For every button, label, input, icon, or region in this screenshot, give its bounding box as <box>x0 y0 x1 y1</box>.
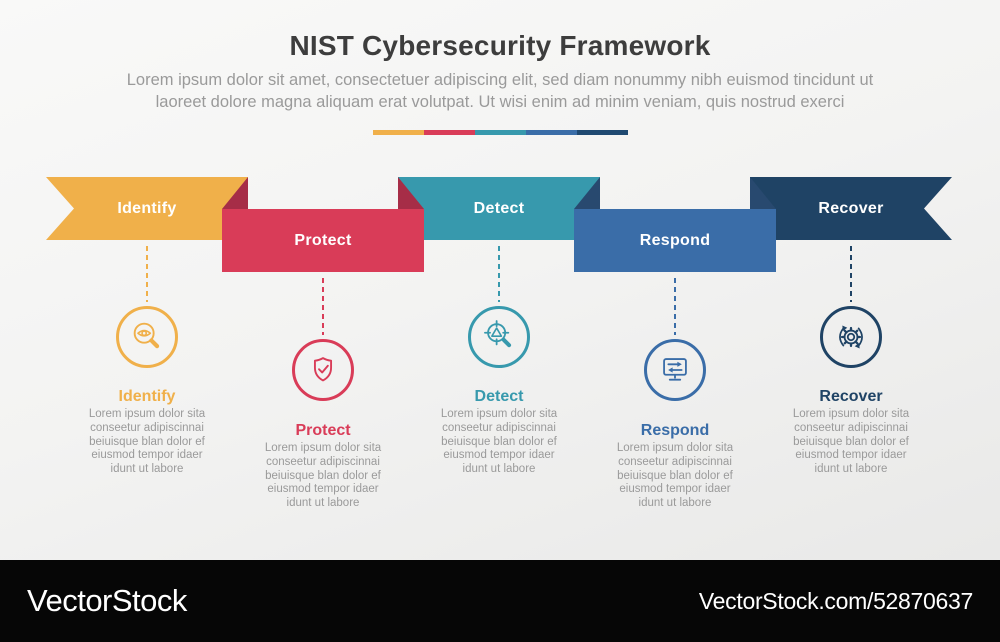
description-line: Lorem ipsum dolor sita <box>440 408 558 420</box>
footer-bar: VectorStock VectorStock.com/52870637 <box>0 560 1000 642</box>
step-description: Lorem ipsum dolor sita conseetur adipisc… <box>750 408 952 477</box>
description-line: Lorem ipsum dolor sita <box>792 408 910 420</box>
ribbon-identify: Identify <box>46 177 248 240</box>
step-title-recover: Recover <box>819 388 883 405</box>
step-title-respond: Respond <box>640 422 710 439</box>
step-icon-circle <box>820 306 882 368</box>
legend-segment <box>424 130 475 135</box>
legend-segment <box>577 130 628 135</box>
step-icon-circle <box>468 306 530 368</box>
vectorstock-credit: VectorStock.com/52870637 <box>698 587 973 614</box>
ribbon-detect: Detect <box>398 177 600 240</box>
legend-segment <box>475 130 526 135</box>
shield-check-icon <box>313 357 333 382</box>
description-line: idunt ut labore <box>110 463 184 476</box>
ribbon-label: Protect <box>294 231 352 249</box>
step-icon-circle <box>116 306 178 368</box>
description-line: eiusmod tempor idaer <box>619 483 731 496</box>
legend-segment <box>373 130 424 135</box>
step-icon-circle <box>644 339 706 401</box>
description-line: eiusmod tempor idaer <box>443 449 555 462</box>
step-description: Lorem ipsum dolor sita conseetur adipisc… <box>574 442 776 511</box>
ribbon-label: Respond <box>639 231 711 249</box>
ribbon-respond: Respond <box>574 209 776 272</box>
ribbon-label: Recover <box>818 199 884 217</box>
step-connector <box>850 246 852 302</box>
ribbon-label: Detect <box>473 199 525 217</box>
subtitle-line-1: Lorem ipsum dolor sit amet, consectetuer… <box>126 71 874 89</box>
vectorstock-logo: VectorStock <box>27 583 187 618</box>
description-line: beiuisque blan dolor ef <box>617 469 733 482</box>
description-line: conseetur adipiscinnai <box>90 421 204 434</box>
description-line: beiuisque blan dolor ef <box>793 435 909 448</box>
scan-warning-magnifier-icon <box>484 320 512 348</box>
legend-segment <box>526 130 577 135</box>
description-line: eiusmod tempor idaer <box>91 449 203 462</box>
description-line: eiusmod tempor idaer <box>795 449 907 462</box>
step-title-identify: Identify <box>118 388 176 405</box>
description-line: idunt ut labore <box>286 497 360 510</box>
description-line: beiuisque blan dolor ef <box>89 435 205 448</box>
description-line: conseetur adipiscinnai <box>618 455 732 468</box>
description-line: Lorem ipsum dolor sita <box>88 408 206 420</box>
step-description: Lorem ipsum dolor sita conseetur adipisc… <box>222 442 424 511</box>
ribbon-recover: Recover <box>750 177 952 240</box>
description-line: eiusmod tempor idaer <box>267 483 379 496</box>
description-line: beiuisque blan dolor ef <box>441 435 557 448</box>
step-title-protect: Protect <box>295 422 351 439</box>
description-line: idunt ut labore <box>462 463 536 476</box>
description-line: beiuisque blan dolor ef <box>265 469 381 482</box>
ribbon-protect: Protect <box>222 209 424 272</box>
step-connector <box>498 246 500 302</box>
monitor-arrows-icon <box>663 358 687 381</box>
step-title-detect: Detect <box>474 388 524 405</box>
description-line: Lorem ipsum dolor sita <box>616 442 734 454</box>
description-line: Lorem ipsum dolor sita <box>264 442 382 454</box>
step-description: Lorem ipsum dolor sita conseetur adipisc… <box>398 408 600 477</box>
step-connector <box>146 246 148 302</box>
step-icon-circle <box>292 339 354 401</box>
step-description: Lorem ipsum dolor sita conseetur adipisc… <box>46 408 248 477</box>
description-line: conseetur adipiscinnai <box>266 455 380 468</box>
description-line: idunt ut labore <box>814 463 888 476</box>
ribbon-label: Identify <box>117 199 177 217</box>
magnifier-eye-icon <box>133 322 160 349</box>
step-connector <box>674 278 676 335</box>
gear-refresh-icon <box>839 325 863 349</box>
description-line: conseetur adipiscinnai <box>794 421 908 434</box>
description-line: conseetur adipiscinnai <box>442 421 556 434</box>
legend-bar <box>373 130 628 135</box>
subtitle-line-2: laoreet dolore magna aliquam erat volutp… <box>155 93 845 111</box>
description-line: idunt ut labore <box>638 497 712 510</box>
step-connector <box>322 278 324 335</box>
page-subtitle: Lorem ipsum dolor sit amet, consectetuer… <box>0 69 1000 113</box>
page-title: NIST Cybersecurity Framework <box>289 30 711 61</box>
